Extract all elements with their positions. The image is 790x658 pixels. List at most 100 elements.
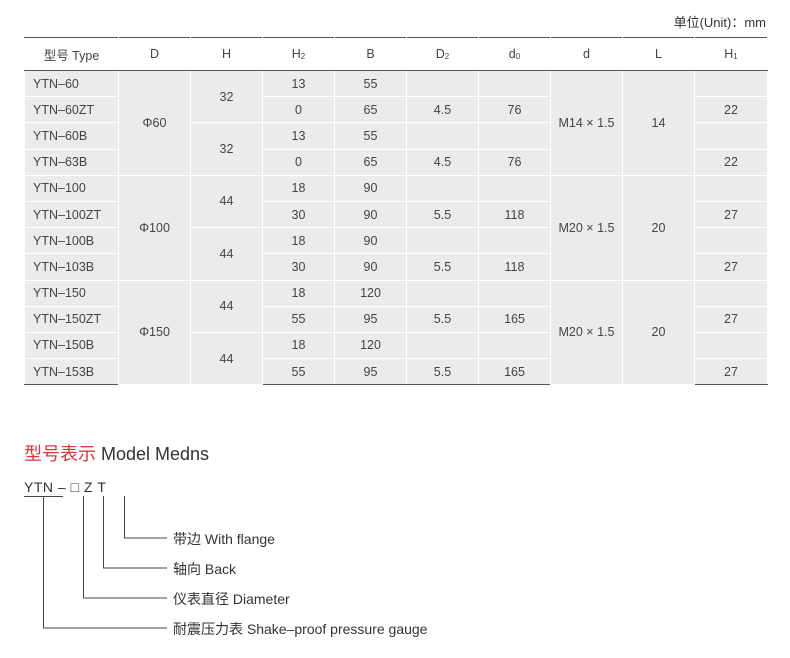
- table-row: YTN–63B 0 65 4.5 76 22: [24, 148, 768, 176]
- cell-H1: [694, 69, 768, 98]
- cell-D2: [406, 122, 479, 150]
- cell-D2: 5.5: [406, 305, 479, 333]
- legend-flange: 带边 With flange: [173, 531, 275, 547]
- cell-H: 32: [190, 69, 263, 124]
- cell-d0: [478, 331, 551, 360]
- cell-H: 32: [190, 122, 263, 176]
- cell-model: YTN–60ZT: [24, 96, 119, 124]
- cell-H2: 18: [262, 279, 335, 307]
- cell-d0: 76: [478, 148, 551, 176]
- cell-D2: [406, 227, 479, 255]
- table-row: YTN–100ZT 30 90 5.5 118 27: [24, 200, 768, 229]
- cell-B: 55: [334, 69, 407, 98]
- cell-model: YTN–100: [24, 174, 119, 202]
- cell-H: 44: [190, 227, 263, 281]
- cell-B: 55: [334, 122, 407, 150]
- cell-L: 20: [622, 279, 695, 386]
- cell-H2: 18: [262, 227, 335, 255]
- cell-d0: [478, 122, 551, 150]
- cell-D2: [406, 174, 479, 202]
- header-d: d: [550, 37, 623, 71]
- cell-D: Φ100: [118, 174, 191, 281]
- cell-model: YTN–150ZT: [24, 305, 119, 333]
- leader-line-back: [103, 496, 167, 569]
- table-row: YTN–100B 44 18 90: [24, 227, 768, 281]
- cell-D: Φ60: [118, 70, 191, 176]
- unit-label: 单位(Unit)：mm: [673, 15, 766, 30]
- cell-D2: 5.5: [406, 200, 479, 229]
- cell-D2: [406, 279, 479, 307]
- cell-H2: 0: [262, 96, 335, 124]
- cell-H1: 27: [694, 200, 768, 229]
- cell-B: 65: [334, 148, 407, 176]
- cell-d0: [478, 174, 551, 202]
- cell-model: YTN–150: [24, 279, 119, 307]
- cell-H1: [694, 279, 768, 307]
- cell-d0: 118: [478, 253, 551, 281]
- cell-H1: 22: [694, 148, 768, 176]
- cell-model: YTN–60: [24, 69, 119, 98]
- table-body: YTN–60 Φ60 32 13 55 M14 × 1.5 14 YTN–60Z…: [24, 69, 768, 386]
- cell-H2: 55: [262, 305, 335, 333]
- cell-model: YTN–150B: [24, 331, 119, 360]
- cell-d0: 76: [478, 96, 551, 124]
- cell-B: 95: [334, 305, 407, 333]
- header-L: L: [622, 37, 695, 71]
- leader-line-flange: [124, 496, 167, 539]
- cell-model: YTN–100ZT: [24, 200, 119, 229]
- legend-back: 轴向 Back: [173, 561, 237, 577]
- table-row: YTN–150B 44 18 120: [24, 331, 768, 386]
- table-row: YTN–100 Φ100 44 18 90 M20 × 1.5 20: [24, 174, 768, 281]
- code-dash: –: [57, 479, 67, 495]
- cell-B: 120: [334, 279, 407, 307]
- cell-L: 14: [622, 70, 695, 176]
- cell-model: YTN–153B: [24, 358, 119, 386]
- cell-D2: 4.5: [406, 148, 479, 176]
- cell-H1: 27: [694, 358, 768, 386]
- cell-H2: 55: [262, 358, 335, 386]
- code-t: T: [97, 479, 107, 495]
- cell-H: 44: [190, 174, 263, 229]
- leader-line-gauge: [43, 496, 167, 629]
- cell-d0: 118: [478, 200, 551, 229]
- code-prefix: YTN: [24, 479, 54, 495]
- table-header-row: 型号 Type D H H2 B D2 d0 d L H1: [24, 37, 768, 71]
- cell-D2: [406, 331, 479, 360]
- table-row: YTN–60 Φ60 32 13 55 M14 × 1.5 14: [24, 69, 768, 176]
- cell-D2: 5.5: [406, 253, 479, 281]
- header-D: D: [118, 37, 191, 71]
- cell-D: Φ150: [118, 279, 191, 386]
- cell-model: YTN–60B: [24, 122, 119, 150]
- table-row: YTN–60ZT 0 65 4.5 76 22: [24, 96, 768, 124]
- cell-B: 120: [334, 331, 407, 360]
- cell-H1: [694, 122, 768, 150]
- legend-diameter: 仪表直径 Diameter: [173, 591, 290, 607]
- cell-d0: [478, 279, 551, 307]
- title-cn: 型号表示: [24, 444, 96, 464]
- cell-L: 20: [622, 174, 695, 281]
- table-row: YTN–60B 32 13 55: [24, 122, 768, 176]
- cell-B: 90: [334, 174, 407, 202]
- table-row: YTN–103B 30 90 5.5 118 27: [24, 253, 768, 281]
- header-d0: d0: [478, 37, 551, 71]
- cell-B: 90: [334, 200, 407, 229]
- cell-d: M20 × 1.5: [550, 174, 623, 281]
- title-en: Model Medns: [96, 444, 210, 464]
- cell-H1: [694, 331, 768, 360]
- spec-table: 型号 Type D H H2 B D2 d0 d L H1 YTN–60 Φ60…: [24, 37, 768, 386]
- cell-B: 95: [334, 358, 407, 386]
- code-z: Z: [83, 479, 93, 495]
- cell-H2: 30: [262, 200, 335, 229]
- cell-d0: 165: [478, 358, 551, 386]
- cell-H2: 13: [262, 122, 335, 150]
- cell-H2: 18: [262, 331, 335, 360]
- legend-gauge: 耐震压力表 Shake–proof pressure gauge: [173, 621, 428, 637]
- header-H2: H2: [262, 37, 335, 71]
- cell-d0: [478, 227, 551, 255]
- cell-H1: [694, 174, 768, 202]
- cell-H1: 27: [694, 305, 768, 333]
- cell-d0: [478, 69, 551, 98]
- cell-d: M20 × 1.5: [550, 279, 623, 386]
- cell-D2: 4.5: [406, 96, 479, 124]
